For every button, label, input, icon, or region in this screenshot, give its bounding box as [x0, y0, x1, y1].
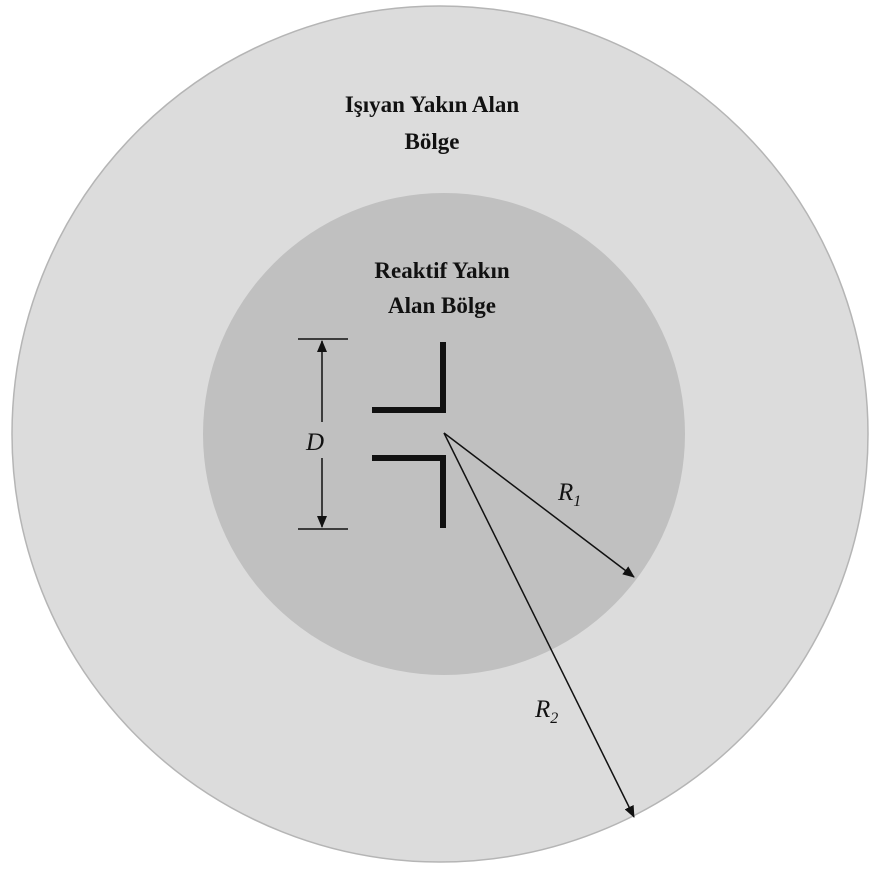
outer-region-label-line2: Bölge [405, 129, 460, 154]
r1-label-main: R [557, 479, 573, 506]
r2-label-main: R [534, 696, 550, 723]
outer-radius-arrow: R2 [443, 432, 635, 818]
antenna-lower-arm [372, 455, 446, 528]
antenna-symbol [372, 342, 446, 528]
inner-region-label-line1: Reaktif Yakın [374, 258, 509, 283]
r2-label: R2 [534, 696, 558, 727]
antenna-size-label: D [305, 429, 324, 456]
r1-label-subscript: 1 [573, 493, 581, 510]
inner-radius-arrow: R1 [443, 432, 635, 578]
r1-arrow-line [443, 432, 635, 578]
antenna-size-dimension: D [298, 338, 348, 530]
r2-label-subscript: 2 [550, 710, 558, 727]
r2-arrow-line [443, 432, 635, 818]
r1-label: R1 [557, 479, 581, 510]
outer-region-label-line1: Işıyan Yakın Alan [345, 92, 519, 117]
inner-region-label-line2: Alan Bölge [388, 293, 496, 318]
antenna-upper-arm [372, 342, 446, 413]
